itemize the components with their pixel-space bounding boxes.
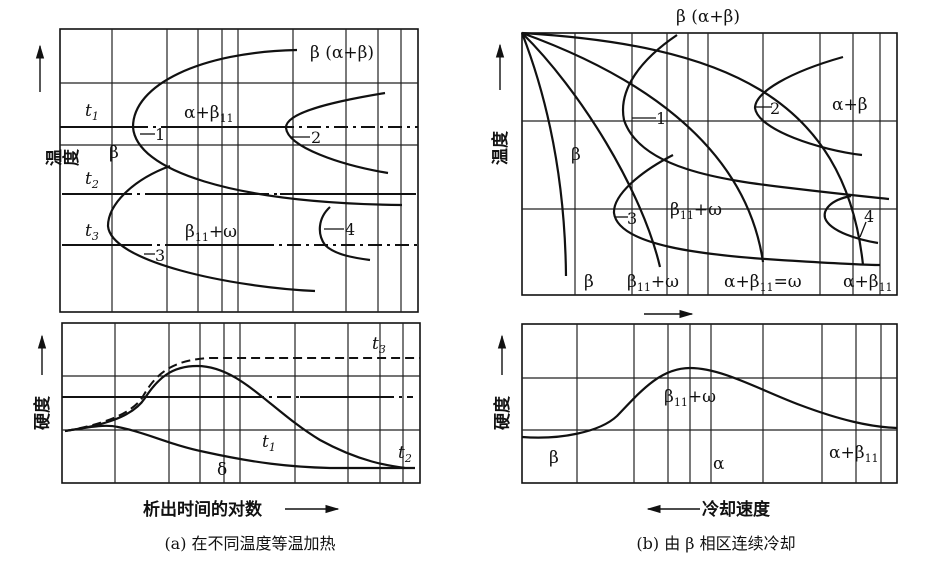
cooling-curve-4	[521, 31, 865, 266]
y-axis-label: 硬度	[492, 395, 513, 430]
hardness-curve-t1	[64, 424, 415, 470]
label-t1: t1	[85, 101, 99, 123]
panel-frame	[61, 322, 421, 484]
curve-top-label: β (α+β)	[310, 43, 374, 63]
curve-number-1: 1	[656, 109, 666, 128]
bottom-label-beta: β	[584, 272, 594, 292]
label-alpha: α	[713, 454, 725, 474]
hardness-curve-t3	[64, 357, 420, 432]
region-beta11-omega: β11+ω	[670, 200, 722, 222]
y-axis-label: 温度	[490, 130, 511, 165]
curve-2	[753, 55, 863, 157]
caption-a: (a) 在不同温度等温加热	[164, 534, 335, 553]
curve-1	[621, 34, 890, 201]
cooling-curve-3	[521, 31, 765, 263]
curve-number-4: 4	[864, 207, 874, 226]
top-label: β (α+β)	[676, 7, 740, 27]
hardness-curve	[521, 366, 898, 439]
label-beta: β	[549, 448, 559, 468]
grid-lines	[522, 33, 897, 295]
grid-lines	[60, 29, 418, 312]
label-t2: t2	[398, 443, 412, 465]
panel-frame	[521, 32, 898, 296]
caption-b: (b) 由 β 相区连续冷却	[636, 534, 795, 553]
region-beta: β	[571, 145, 581, 165]
panel-a-hardness: t3 t1 t2 δ 硬度 析出时间的对数 (a) 在不同温度等温加热	[32, 322, 421, 553]
y-axis-label: 硬度	[32, 395, 53, 430]
bottom-label-beta11-omega: β11+ω	[627, 272, 679, 294]
panel-frame	[59, 28, 419, 313]
region-beta11-omega: β11+ω	[185, 222, 237, 244]
curve-number-3: 3	[155, 246, 165, 265]
grid-lines	[522, 324, 897, 483]
label-beta11-omega: β11+ω	[664, 387, 716, 409]
curve-1	[131, 48, 403, 207]
region-alpha-beta11: α+β11	[184, 103, 234, 125]
bottom-label-alpha-beta11-omega: α+β11=ω	[724, 272, 802, 294]
hardness-curve-t2	[64, 364, 406, 470]
curve-3	[612, 154, 881, 267]
curve-number-3: 3	[627, 209, 637, 228]
cooling-curve-1	[520, 32, 568, 277]
curve-number-1: 1	[155, 125, 165, 144]
region-alpha-beta: α+β	[832, 95, 868, 115]
leaders	[615, 106, 867, 238]
label-t1: t1	[262, 432, 276, 454]
curve-4	[318, 206, 371, 262]
panel-frame	[521, 323, 898, 484]
label-delta: δ	[217, 460, 227, 480]
curve-number-4: 4	[345, 220, 355, 239]
label-t3: t3	[85, 221, 99, 243]
region-beta: β	[109, 143, 119, 163]
curve-2	[284, 91, 389, 175]
panel-b-hardness: β β11+ω α α+β11 硬度 冷却速度 (b) 由 β 相区连续冷却	[492, 323, 898, 553]
curve-4	[823, 194, 879, 245]
panel-b-temperature: β (α+β) 1 2 3 4 α+β β β11+ω β β11+ω α+β	[490, 7, 898, 319]
x-axis-label: 冷却速度	[702, 499, 771, 520]
cooling-curve-2	[521, 32, 662, 268]
leaders	[140, 133, 344, 255]
label-t3: t3	[372, 334, 386, 356]
label-t2: t2	[85, 169, 99, 191]
x-axis-label: 析出时间的对数	[143, 499, 263, 520]
curve-number-2: 2	[311, 128, 321, 147]
curve-3	[106, 164, 316, 293]
panel-a-temperature: β (α+β) t1 t2 t3 α+β11 β β11+ω 1 2 3 4 温…	[35, 28, 419, 313]
y-axis-label: 温度	[45, 150, 80, 171]
bottom-label-alpha-beta11: α+β11	[843, 272, 893, 294]
curve-number-2: 2	[770, 99, 780, 118]
label-alpha-beta11: α+β11	[829, 443, 879, 465]
